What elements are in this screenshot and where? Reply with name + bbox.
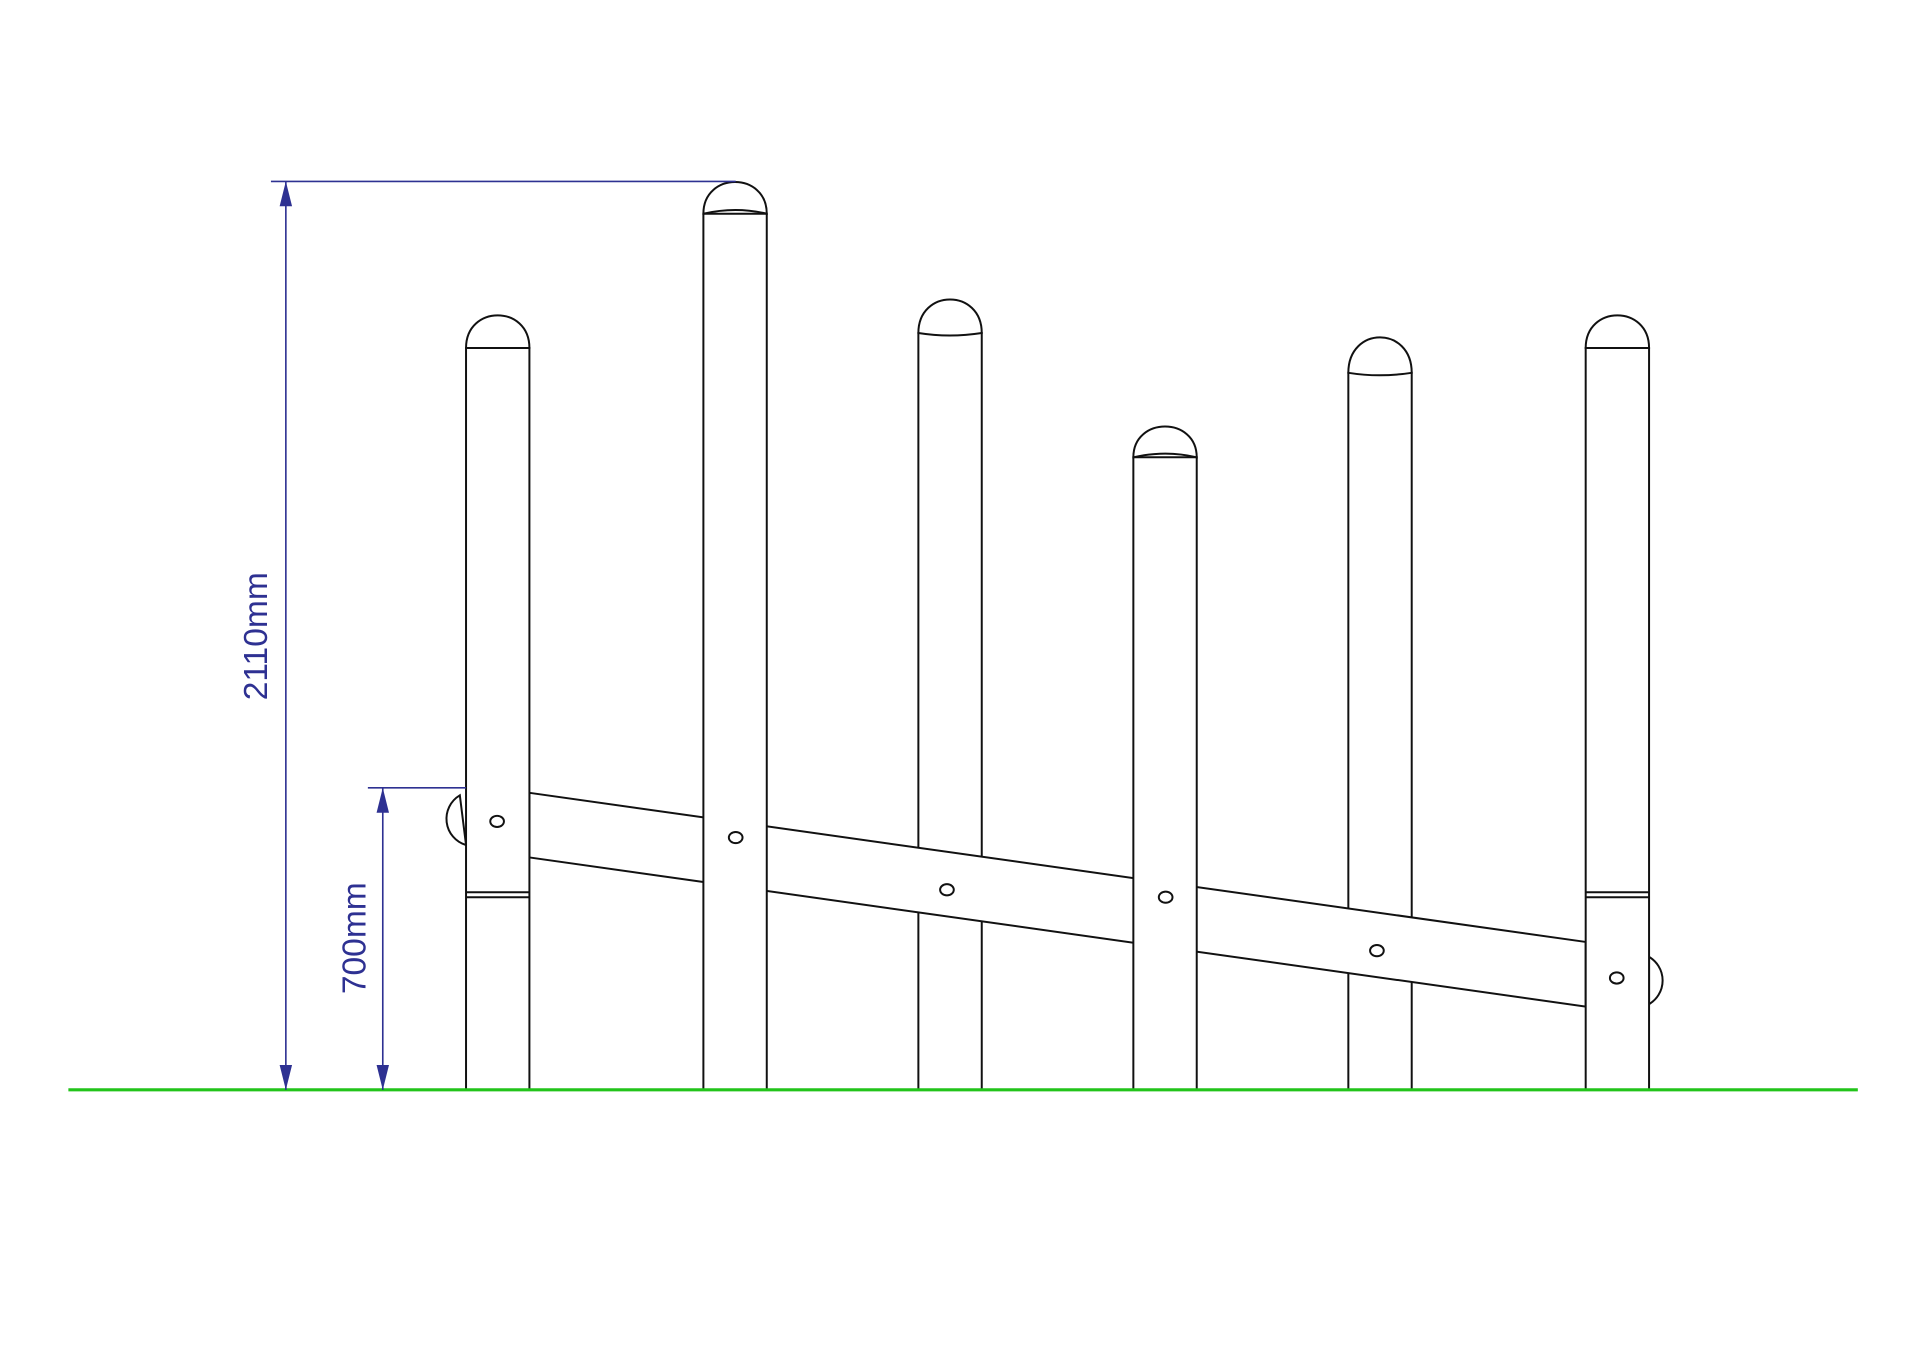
inclined-beam (528, 791, 1587, 1008)
bolt (1608, 971, 1625, 985)
bolt (1157, 890, 1174, 904)
dimension-label-beam: 700mm (336, 882, 373, 994)
post-6 (1584, 314, 1664, 1091)
bolt (489, 814, 505, 828)
dimension-total-height: 2110mm (238, 180, 736, 1090)
dimension-beam-height: 700mm (336, 787, 467, 1090)
post-1 (445, 314, 531, 1091)
post-3 (917, 298, 983, 1091)
bolt (727, 830, 744, 845)
bolt (939, 883, 955, 897)
post-4 (1132, 425, 1198, 1091)
post-2 (702, 181, 768, 1091)
bolt (1369, 944, 1385, 958)
dimension-label-total: 2110mm (238, 572, 275, 700)
bolts (489, 814, 1625, 985)
